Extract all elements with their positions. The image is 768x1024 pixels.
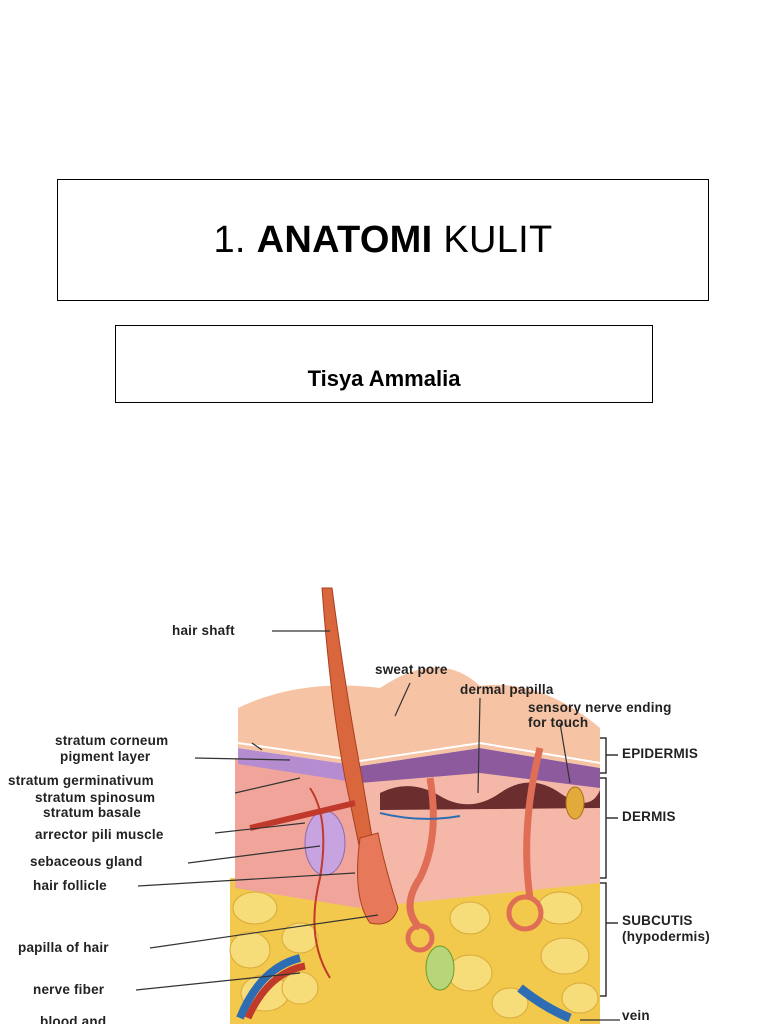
title-rest: KULIT [443, 218, 553, 261]
label-nerve-fiber: nerve fiber [33, 982, 105, 997]
label-sensory-nerve-ending: sensory nerve ending [528, 700, 672, 715]
label-hypodermis: (hypodermis) [622, 929, 710, 944]
title-number: 1. [213, 218, 246, 261]
label-blood-and: blood and [40, 1014, 107, 1024]
skin-anatomy-diagram: hair shaft stratum corneum pigment layer… [0, 578, 768, 1024]
author-box: Tisya Ammalia [115, 325, 653, 403]
label-hair-shaft: hair shaft [172, 623, 235, 638]
label-sweat-pore: sweat pore [375, 662, 448, 677]
skin-illustration [135, 587, 620, 1024]
label-stratum-spinosum: stratum spinosum [35, 790, 156, 805]
title-bold-word: ANATOMI [256, 218, 433, 261]
label-stratum-germinativum: stratum germinativum [8, 773, 154, 788]
label-pigment-layer: pigment layer [60, 749, 151, 764]
label-stratum-basale: stratum basale [43, 805, 142, 820]
label-for-touch: for touch [528, 715, 589, 730]
slide-title: 1. ANATOMI KULIT [213, 219, 552, 262]
label-hair-follicle: hair follicle [33, 878, 107, 893]
label-dermal-papilla: dermal papilla [460, 682, 554, 697]
title-box: 1. ANATOMI KULIT [57, 179, 709, 301]
label-subcutis: SUBCUTIS [622, 913, 693, 928]
label-epidermis: EPIDERMIS [622, 746, 699, 761]
label-dermis: DERMIS [622, 809, 676, 824]
label-sebaceous-gland: sebaceous gland [30, 854, 143, 869]
label-stratum-corneum: stratum corneum [55, 733, 169, 748]
label-papilla-of-hair: papilla of hair [18, 940, 109, 955]
author-name: Tisya Ammalia [307, 366, 461, 391]
label-vein: vein [622, 1008, 650, 1023]
label-arrector-pili-muscle: arrector pili muscle [35, 827, 164, 842]
